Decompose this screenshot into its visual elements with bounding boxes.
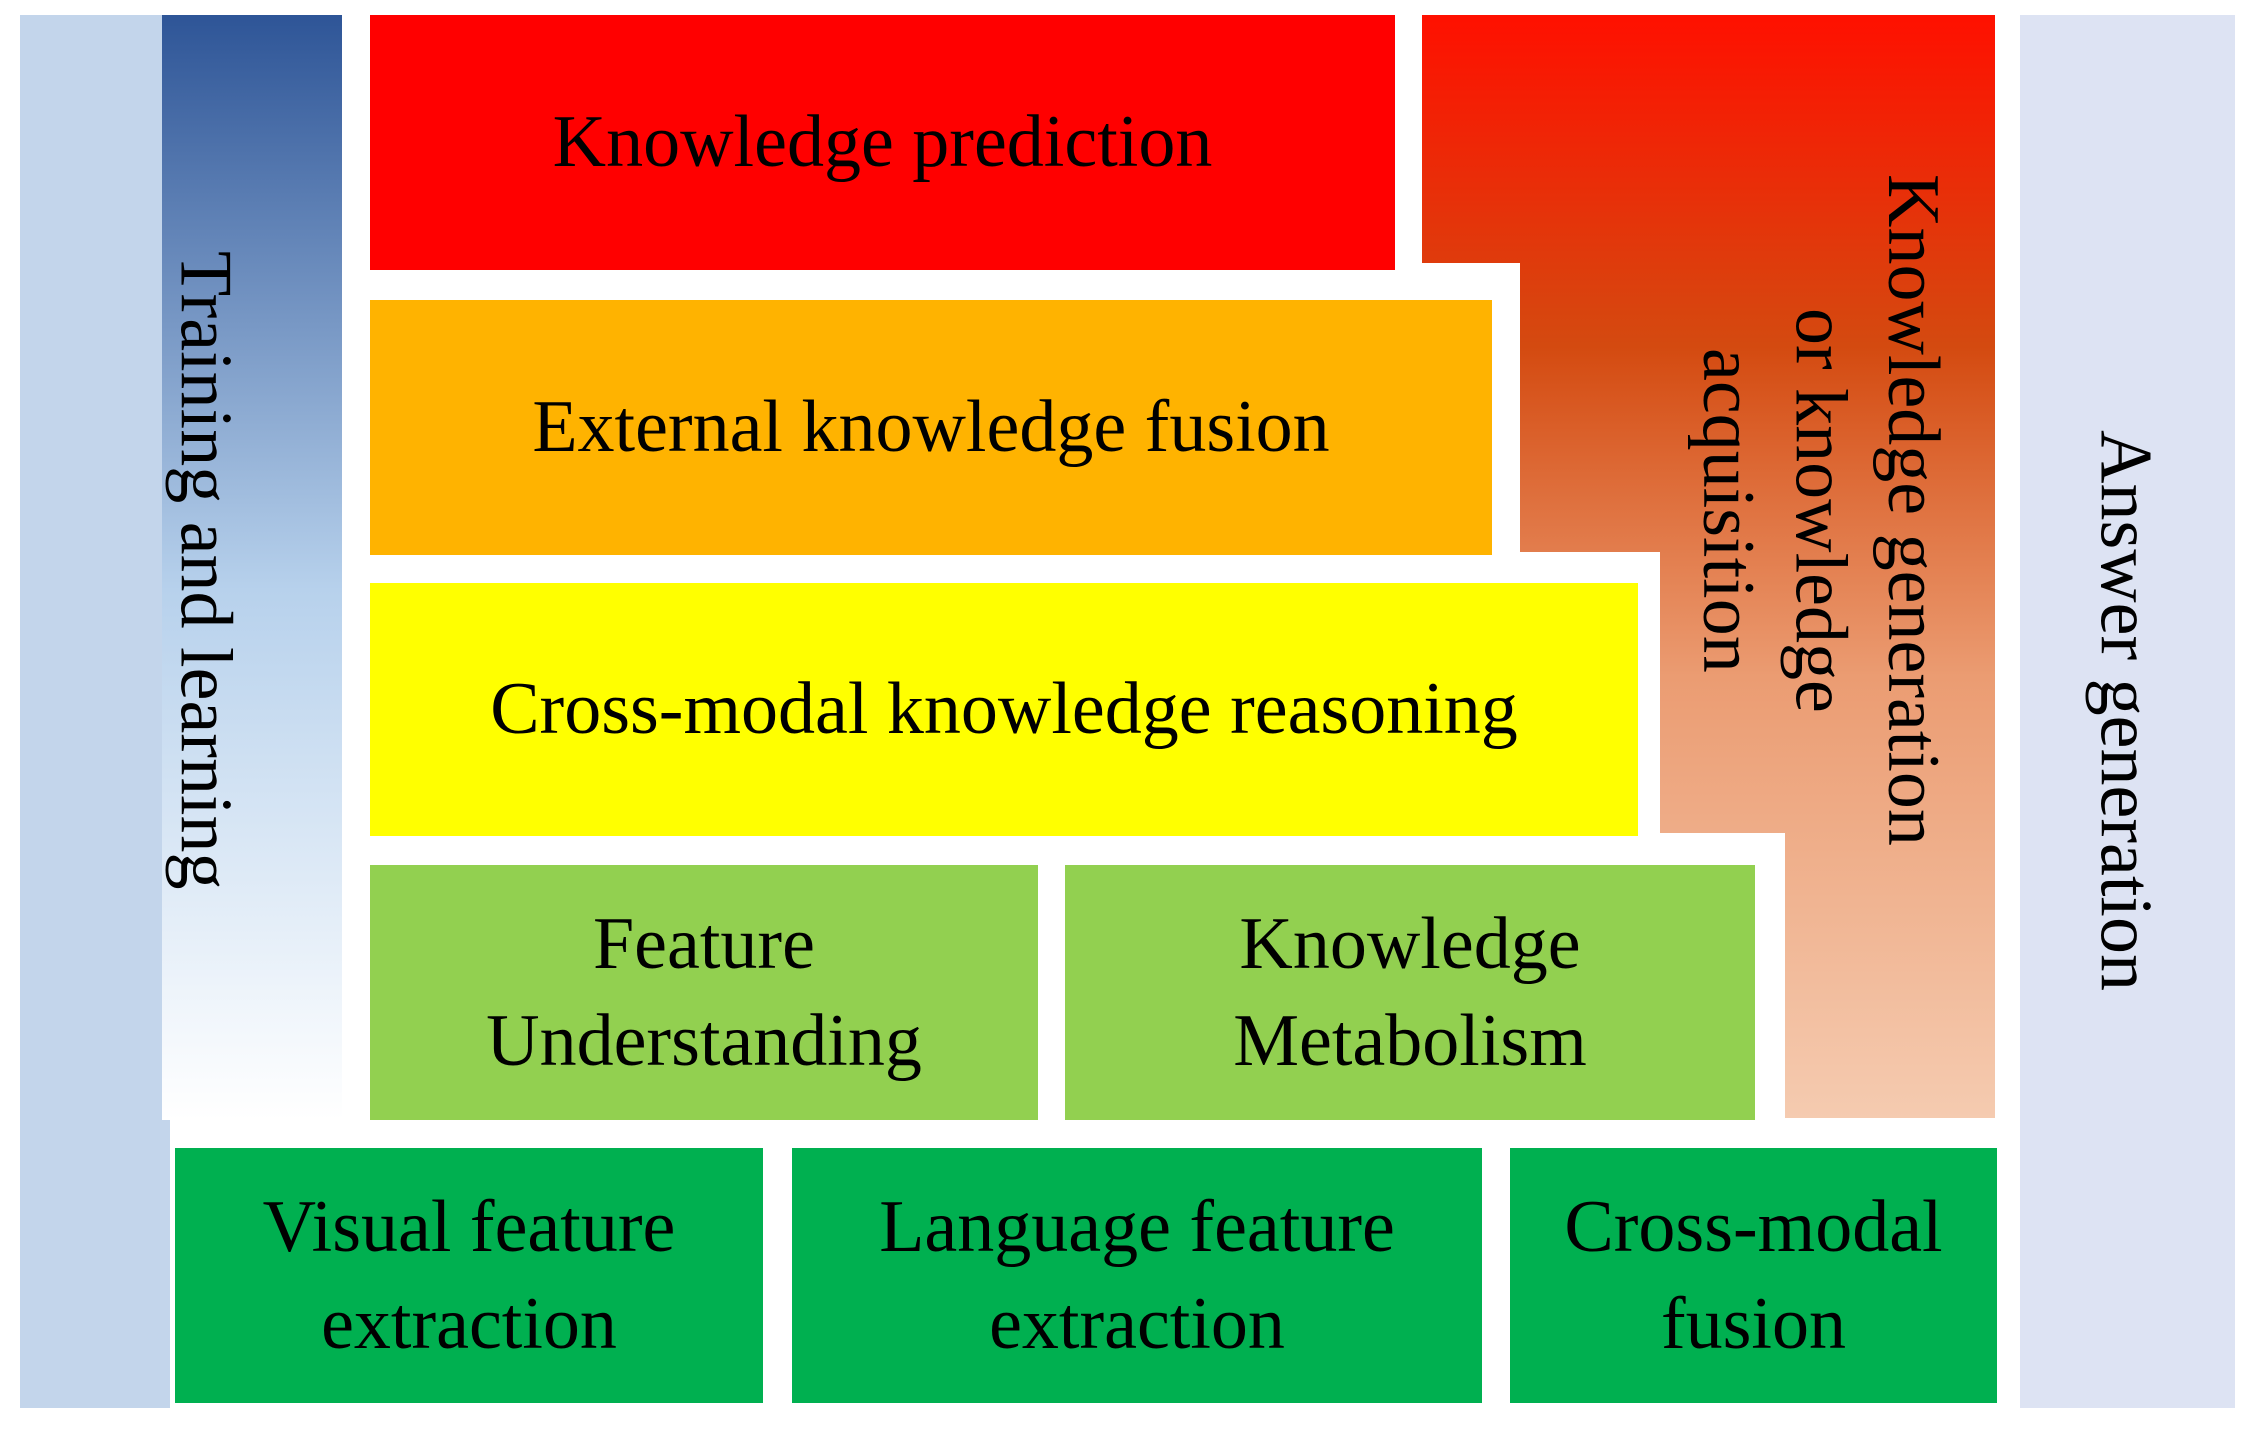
knowledge-metabolism-block: Knowledge Metabolism <box>1065 865 1755 1120</box>
knowledge-generation-block <box>1422 15 1995 1118</box>
outer-left-strip <box>20 15 170 1408</box>
language-feature-extraction-label: Language feature extraction <box>879 1186 1395 1365</box>
knowledge-metabolism-label: Knowledge Metabolism <box>1233 903 1587 1082</box>
visual-feature-extraction-block: Visual feature extraction <box>175 1148 763 1403</box>
cross-modal-reasoning-label: Cross-modal knowledge reasoning <box>490 667 1518 750</box>
training-learning-block <box>162 15 342 1120</box>
cross-modal-fusion-label: Cross-modal fusion <box>1564 1186 1943 1365</box>
feature-understanding-label: Feature Understanding <box>486 903 922 1082</box>
feature-understanding-block: Feature Understanding <box>370 865 1038 1120</box>
knowledge-prediction-block: Knowledge prediction <box>370 15 1395 270</box>
visual-feature-extraction-label: Visual feature extraction <box>262 1186 676 1365</box>
external-knowledge-fusion-label: External knowledge fusion <box>532 385 1330 468</box>
cross-modal-fusion-block: Cross-modal fusion <box>1510 1148 1997 1403</box>
language-feature-extraction-block: Language feature extraction <box>792 1148 1482 1403</box>
knowledge-prediction-label: Knowledge prediction <box>552 100 1213 183</box>
answer-generation-block <box>2020 15 2235 1408</box>
cross-modal-reasoning-block: Cross-modal knowledge reasoning <box>370 583 1638 836</box>
external-knowledge-fusion-block: External knowledge fusion <box>370 300 1492 555</box>
